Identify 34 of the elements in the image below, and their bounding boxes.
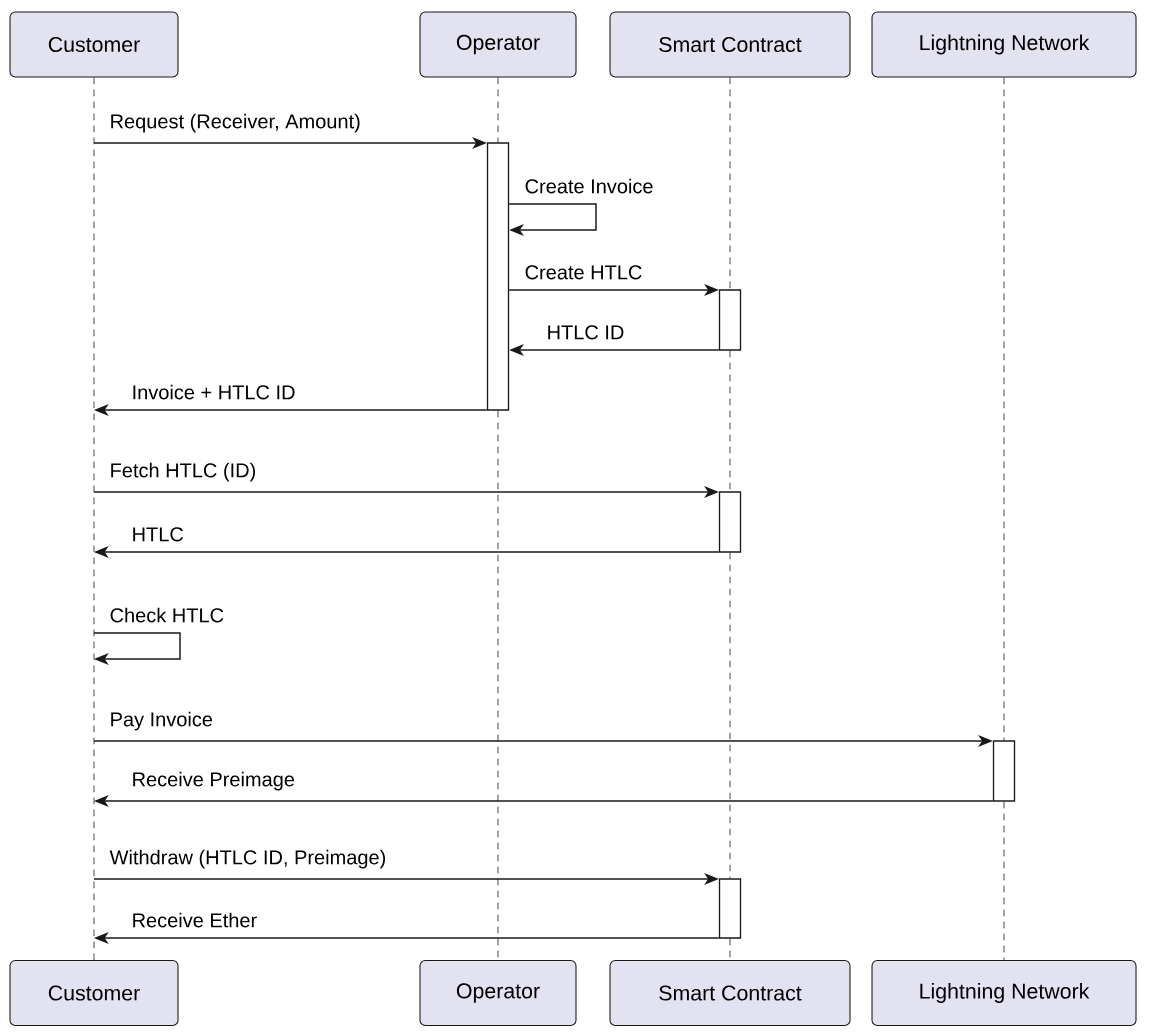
participant-box: Lightning Network <box>871 11 1137 78</box>
participant-box: Customer <box>9 959 179 1027</box>
edge-label: Fetch HTLC (ID) <box>108 461 258 483</box>
edge-label: HTLC ID <box>545 323 626 341</box>
lifeline <box>729 77 731 290</box>
participant-box: Lightning Network <box>871 959 1137 1027</box>
activation-bar <box>718 878 742 939</box>
message-arrow <box>508 203 597 237</box>
lifeline <box>729 552 731 879</box>
lifeline <box>1003 801 1005 961</box>
lifeline <box>497 77 499 143</box>
lifeline <box>729 350 731 492</box>
edge-label: Create Invoice <box>523 177 655 195</box>
activation-bar <box>486 142 510 411</box>
edge-label: Pay Invoice <box>108 710 215 732</box>
edge-label: Create HTLC <box>523 263 644 281</box>
activation-bar <box>992 740 1016 802</box>
edge-label: Receive Preimage <box>130 770 297 792</box>
participant-box: Operator <box>419 959 577 1027</box>
edge-label: Invoice + HTLC ID <box>130 383 297 401</box>
participant-box: Smart Contract <box>609 959 851 1027</box>
participant-box: Smart Contract <box>609 11 851 78</box>
edge-label: HTLC <box>130 525 186 543</box>
activation-bar <box>718 491 742 553</box>
activation-bar <box>718 289 742 351</box>
edge-label: Receive Ether <box>130 911 259 929</box>
lifeline <box>497 410 499 961</box>
lifeline <box>93 77 95 961</box>
edge-label: Withdraw (HTLC ID, Preimage) <box>108 848 388 870</box>
edge-label: Request (Receiver, Amount) <box>108 112 363 134</box>
lifeline <box>729 938 731 961</box>
message-label: Check HTLC <box>108 606 226 624</box>
participant-box: Customer <box>9 11 179 78</box>
participant-box: Operator <box>419 11 577 78</box>
